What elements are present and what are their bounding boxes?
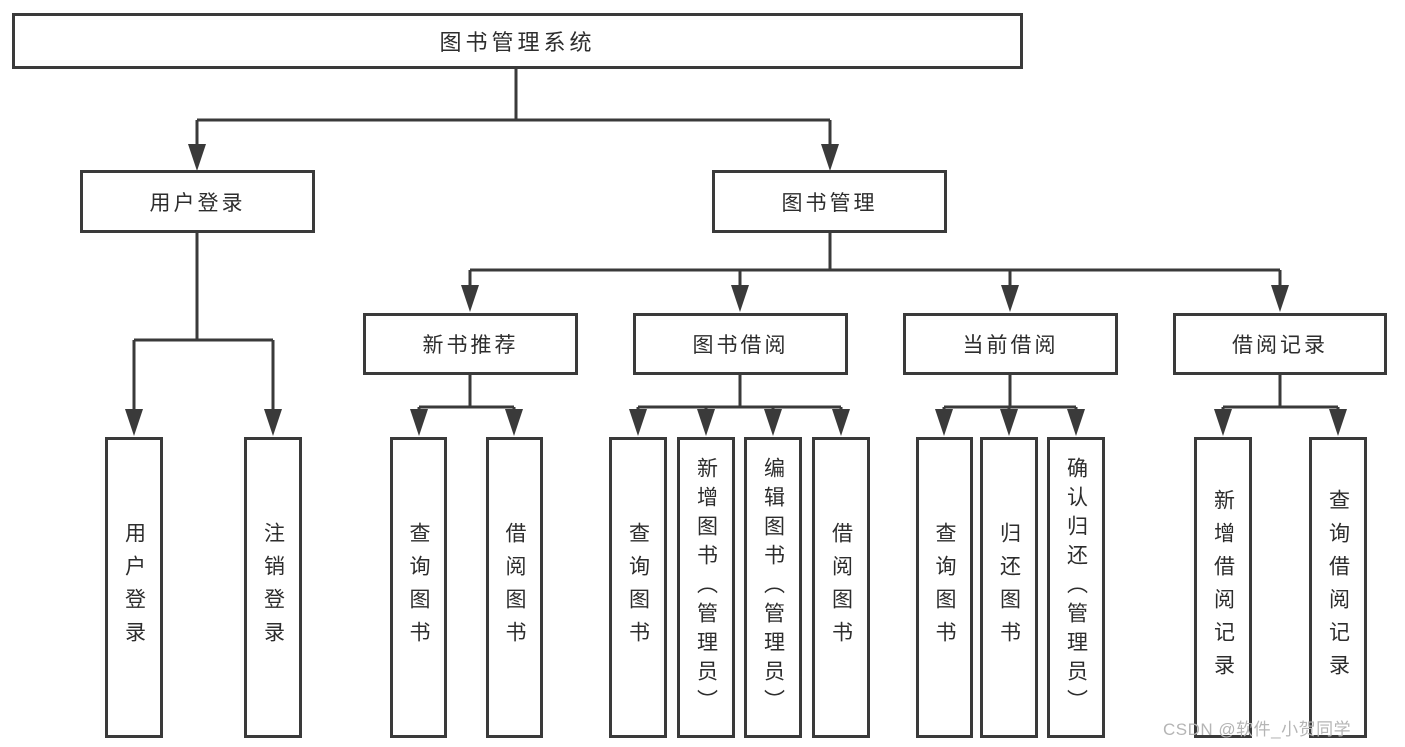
leaf-borrow-books: 借阅图书 <box>812 437 870 738</box>
leaf-query-books-current: 查询图书 <box>916 437 973 738</box>
leaf-query-books-borrow: 查询图书 <box>609 437 667 738</box>
arrowhead-icon <box>125 409 143 436</box>
connector-userlogin-to-leaves <box>132 233 275 412</box>
arrowhead-icon <box>821 144 839 171</box>
arrowhead-icon <box>1067 409 1085 436</box>
node-book-borrowing: 图书借阅 <box>633 313 848 375</box>
node-borrowing-records: 借阅记录 <box>1173 313 1387 375</box>
arrowhead-icon <box>1000 409 1018 436</box>
arrowhead-icon <box>1214 409 1232 436</box>
arrowhead-icon <box>731 285 749 312</box>
arrowhead-icon <box>1271 285 1289 312</box>
leaf-query-books-recommend: 查询图书 <box>390 437 447 738</box>
node-current-borrowing: 当前借阅 <box>903 313 1118 375</box>
csdn-watermark: CSDN @软件_小贺同学 <box>1163 720 1352 739</box>
leaf-add-books-admin: 新增图书（管理员） <box>677 437 735 738</box>
arrowhead-icon <box>188 144 206 171</box>
arrowhead-icon <box>410 409 428 436</box>
leaf-add-borrow-record: 新增借阅记录 <box>1194 437 1252 738</box>
leaf-logout-login: 注销登录 <box>244 437 302 738</box>
leaf-return-books: 归还图书 <box>980 437 1038 738</box>
arrowhead-icon <box>697 409 715 436</box>
connector-bookmgmt-to-level2 <box>468 233 1282 288</box>
node-book-management: 图书管理 <box>712 170 947 233</box>
arrowhead-icon <box>629 409 647 436</box>
node-user-login: 用户登录 <box>80 170 315 233</box>
node-new-book-recommendation: 新书推荐 <box>363 313 578 375</box>
arrowhead-icon <box>264 409 282 436</box>
connector-current-to-leaves <box>942 375 1078 414</box>
leaf-query-borrow-record: 查询借阅记录 <box>1309 437 1367 738</box>
arrowhead-icon <box>461 285 479 312</box>
connector-borrowing-to-leaves <box>636 375 843 414</box>
leaf-borrow-books-recommend: 借阅图书 <box>486 437 543 738</box>
leaf-confirm-return-admin: 确认归还（管理员） <box>1047 437 1105 738</box>
connector-recommend-to-leaves <box>417 375 516 414</box>
arrowhead-icon <box>1001 285 1019 312</box>
connector-root-to-level1 <box>195 69 832 146</box>
leaf-user-login: 用户登录 <box>105 437 163 738</box>
arrowhead-icon <box>935 409 953 436</box>
arrowhead-icon <box>505 409 523 436</box>
arrowhead-icon <box>1329 409 1347 436</box>
connector-records-to-leaves <box>1221 375 1340 414</box>
leaf-edit-books-admin: 编辑图书（管理员） <box>744 437 802 738</box>
arrowhead-icon <box>764 409 782 436</box>
arrowhead-icon <box>832 409 850 436</box>
node-library-management-system: 图书管理系统 <box>12 13 1023 69</box>
